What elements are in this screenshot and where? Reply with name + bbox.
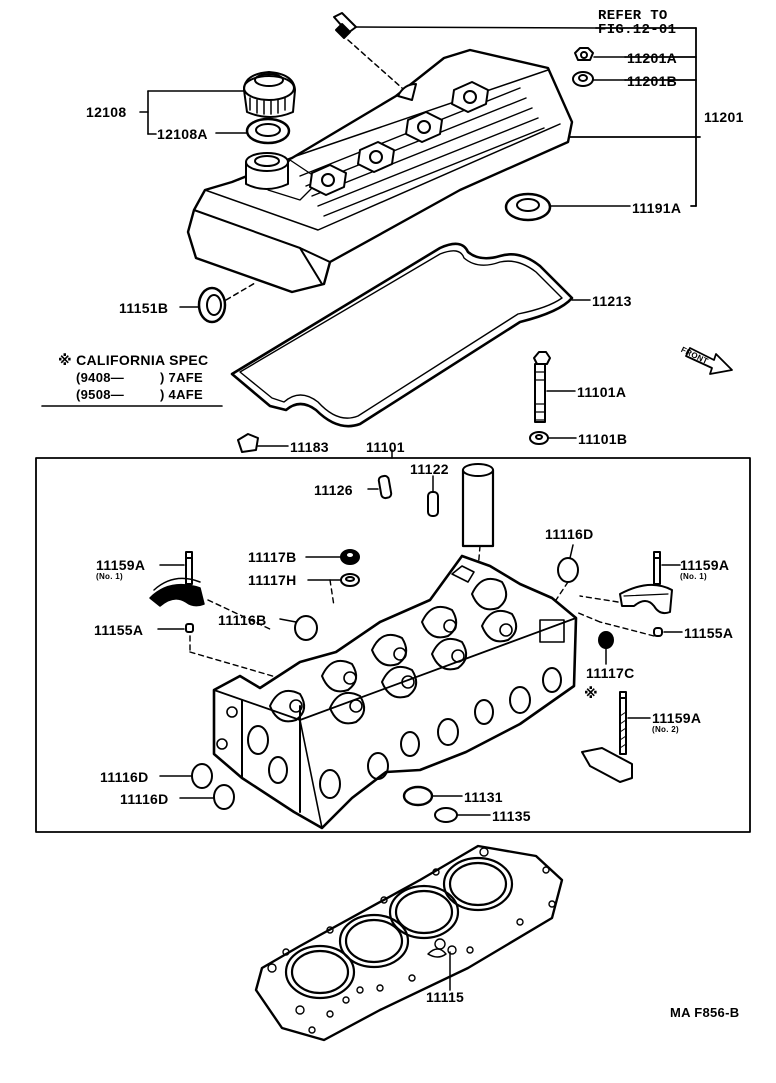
seal-11191A — [504, 192, 631, 222]
refer-text-line1: REFER TO — [598, 8, 668, 24]
label-11213: 11213 — [592, 293, 632, 309]
label-11159A-right-note: (No. 1) — [680, 572, 707, 581]
label-11131: 11131 — [464, 789, 503, 805]
label-11201B: 11201B — [627, 73, 678, 89]
label-11116B: 11116B — [218, 612, 267, 628]
figure-id: MA F856-B — [670, 1005, 740, 1020]
label-11126: 11126 — [314, 482, 353, 498]
spark-plug-holes — [309, 81, 489, 196]
gasket-holes — [267, 847, 556, 1034]
spark-plug-tube — [461, 463, 495, 548]
label-11122: 11122 — [410, 461, 449, 477]
dowel-11155A-right — [653, 627, 683, 637]
label-11116D-b: 11116D — [120, 791, 169, 807]
cylinder-head-gasket — [254, 844, 564, 1042]
label-11117B: 11117B — [248, 549, 297, 565]
stud-bolt-11101A — [533, 351, 576, 423]
bolt-11159A-left — [159, 551, 193, 585]
cylinder-head-body — [212, 554, 578, 830]
label-11117C: 11117C — [586, 665, 635, 681]
oil-filler-cap — [243, 71, 296, 118]
california-spec-title: ※ CALIFORNIA SPEC — [58, 352, 209, 368]
label-11159A-right: 11159A — [680, 557, 730, 573]
plug-11183 — [237, 433, 289, 453]
plug-11116D-top — [557, 544, 579, 583]
bolt-11159A-no2 — [619, 691, 651, 755]
nut-11201A — [574, 47, 626, 61]
dowel-11155A-left — [157, 623, 194, 633]
pin-11122 — [427, 475, 439, 517]
label-11201: 11201 — [704, 109, 744, 125]
plug-11116D-a — [159, 763, 213, 789]
bolt-11159A-right — [653, 551, 681, 585]
bearing-cap-left — [149, 577, 205, 607]
refer-text-line2: FIG.12-01 — [598, 22, 677, 38]
label-12108: 12108 — [86, 104, 127, 120]
cylinder-head-cover — [186, 48, 574, 294]
washer-11201B — [572, 71, 626, 87]
label-11116D-a: 11116D — [100, 769, 149, 785]
label-11201A: 11201A — [627, 50, 678, 66]
bearing-cap-right — [619, 583, 673, 615]
label-11101A: 11101A — [577, 384, 627, 400]
side-ports — [247, 667, 562, 799]
label-12108A: 12108A — [157, 126, 208, 142]
label-11159A-left: 11159A — [96, 557, 146, 573]
filler-neck — [245, 152, 289, 190]
bracket-12108 — [139, 90, 247, 135]
label-11159A-no2-note: (No. 2) — [652, 725, 679, 734]
sensor-plug-part — [333, 12, 597, 89]
label-11155A-right: 11155A — [684, 625, 734, 641]
seal-11151B — [179, 282, 256, 324]
cylinder-bores — [284, 856, 514, 1000]
ring-11135 — [434, 807, 491, 823]
rocker-bracket — [581, 747, 633, 783]
cylinder-head-subassembly-frame — [35, 457, 751, 833]
label-11117H: 11117H — [248, 572, 297, 588]
reference-bracket — [569, 27, 701, 207]
seal-11117B — [305, 549, 360, 565]
plug-11116D-b — [179, 784, 235, 810]
cap-gasket-12108A — [245, 117, 291, 145]
california-row1-engine: ) 7AFE — [160, 370, 203, 385]
asterisk-mark: ※ — [584, 685, 598, 701]
plug-11116B — [279, 615, 318, 641]
label-11159A-no2: 11159A — [652, 710, 702, 726]
label-11135: 11135 — [492, 808, 531, 824]
label-11101B: 11101B — [578, 431, 628, 447]
head-cover-gasket — [230, 242, 591, 428]
washer-11117H — [307, 573, 360, 587]
plug-11117C — [598, 631, 614, 665]
california-row2-date: (9508— — [76, 387, 125, 402]
label-11159A-left-note: (No. 1) — [96, 572, 123, 581]
label-11151B: 11151B — [119, 300, 169, 316]
washer-11101B — [529, 431, 577, 445]
label-11155A-left: 11155A — [94, 622, 144, 638]
label-11183: 11183 — [290, 439, 329, 455]
label-11115: 11115 — [426, 989, 465, 1005]
seal-11131 — [402, 785, 463, 807]
dashed-leaders — [189, 545, 655, 685]
california-row1-date: (9408— — [76, 370, 125, 385]
pin-11126 — [367, 474, 393, 500]
front-arrow — [685, 347, 733, 375]
valve-spring-pockets — [289, 619, 513, 713]
california-row2-engine: ) 4AFE — [160, 387, 203, 402]
label-11101: 11101 — [366, 439, 405, 455]
front-face-details — [216, 565, 565, 750]
label-11191A: 11191A — [632, 200, 682, 216]
label-11116D-top: 11116D — [545, 526, 594, 542]
